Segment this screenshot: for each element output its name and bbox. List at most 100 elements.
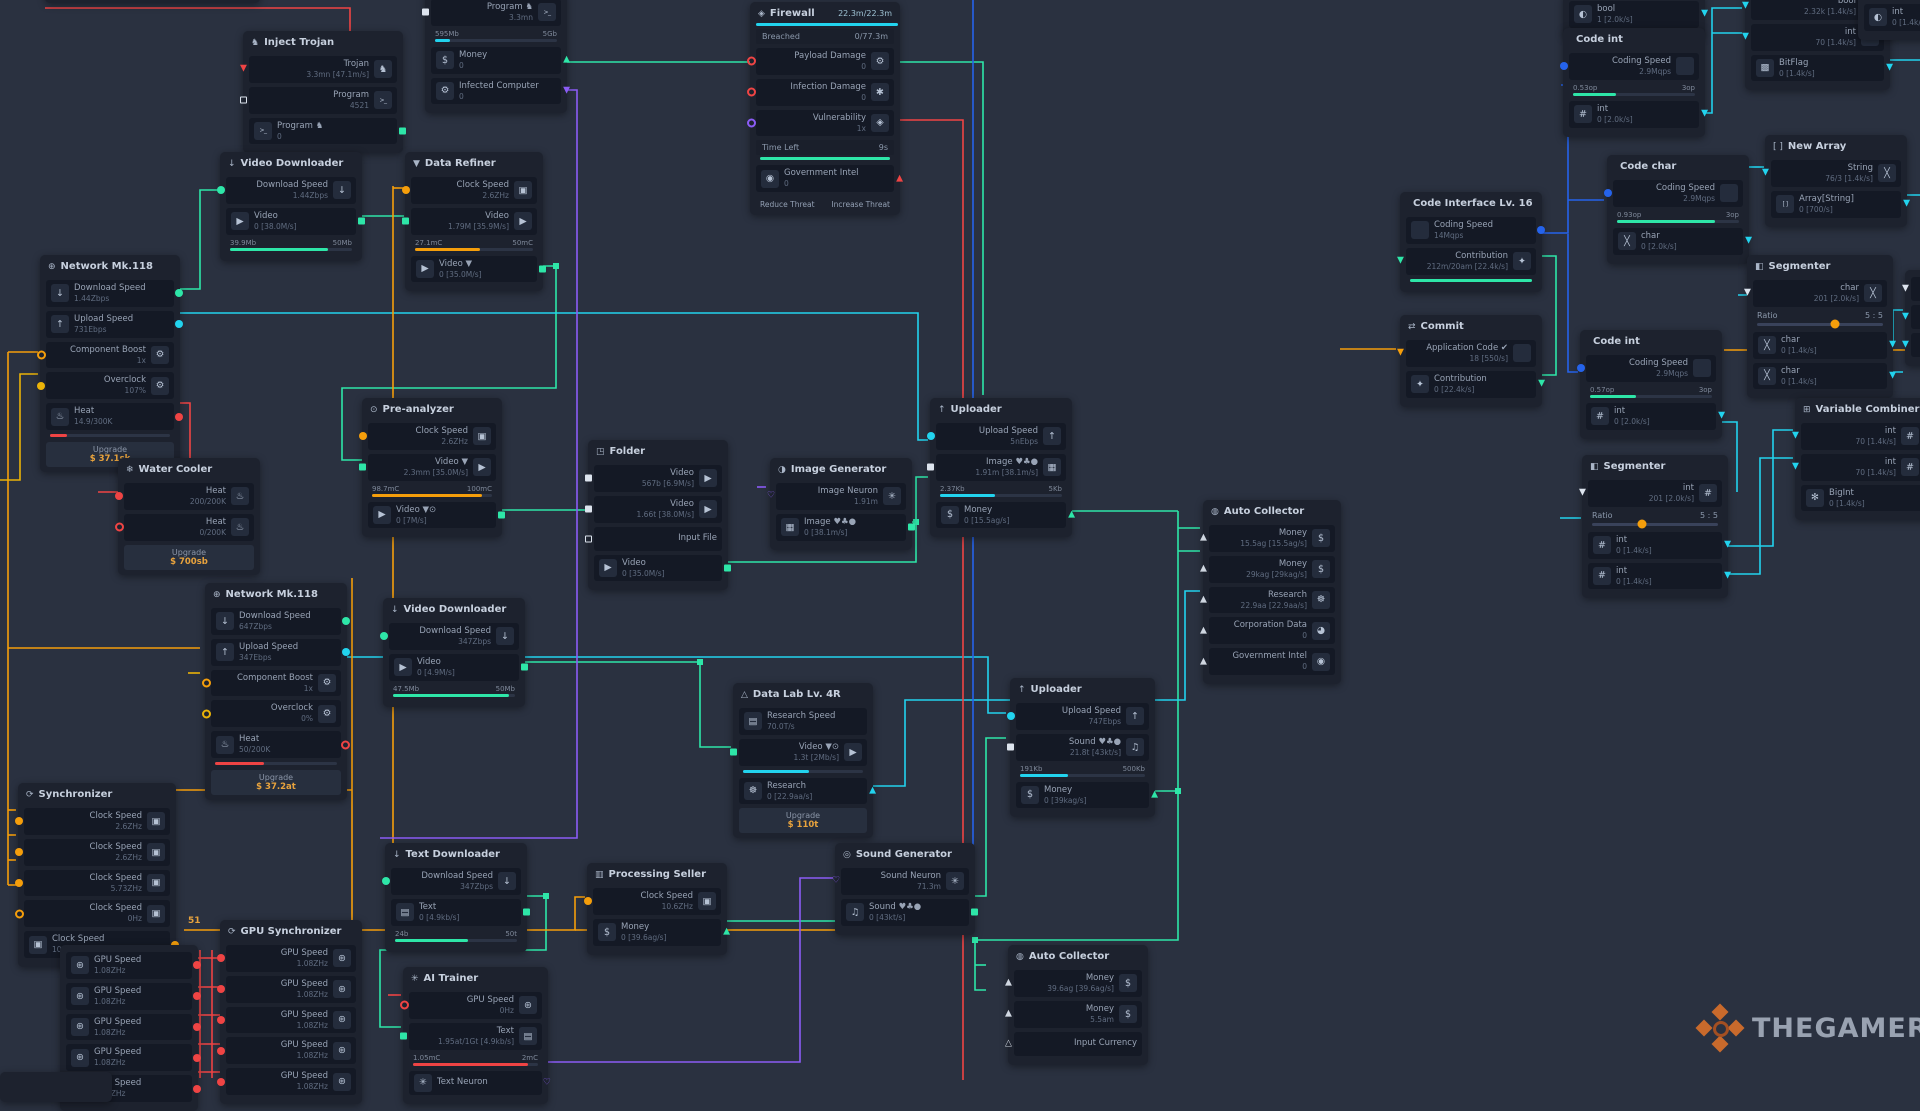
port-input[interactable]: ▲ — [1005, 977, 1012, 988]
port-output[interactable]: ♡ — [542, 1077, 551, 1088]
port-input[interactable]: ▼ — [1762, 167, 1769, 178]
node-header[interactable]: Code int — [1567, 31, 1701, 49]
port-output[interactable] — [193, 1022, 201, 1031]
port-input[interactable]: △ — [1005, 1038, 1012, 1049]
node-header[interactable]: Code int — [1584, 333, 1718, 351]
port-output[interactable] — [341, 740, 350, 750]
port-output[interactable] — [193, 961, 201, 970]
port-input[interactable] — [217, 985, 225, 994]
port-output[interactable] — [908, 523, 915, 531]
port-output[interactable]: ▼ — [1903, 198, 1910, 209]
port-input[interactable]: ▼ — [1902, 311, 1909, 322]
port-input[interactable] — [37, 381, 45, 390]
port-output[interactable] — [171, 940, 179, 949]
node-header[interactable]: ↓Video Downloader — [224, 155, 358, 173]
node-header[interactable]: ↑Uploader — [934, 401, 1068, 419]
port-output[interactable]: ▼ — [1701, 8, 1708, 19]
button-increase-threat[interactable]: Increase Threat — [831, 200, 890, 210]
port-input[interactable]: ▼ — [1742, 31, 1749, 42]
port-input[interactable] — [585, 505, 592, 513]
node-clipped-node-bottom-left[interactable] — [0, 1072, 112, 1102]
node-header[interactable]: ⊕Network Mk.118 — [209, 586, 343, 604]
port-input[interactable]: ▼ — [1902, 339, 1909, 350]
node-header[interactable]: ✳AI Trainer — [407, 970, 544, 988]
port-output[interactable]: ▼ — [1724, 539, 1731, 550]
port-input[interactable] — [37, 350, 46, 360]
slider-knob[interactable] — [1830, 319, 1840, 329]
node-header[interactable]: ❄Water Cooler — [122, 461, 256, 479]
port-input[interactable] — [359, 432, 367, 441]
port-input[interactable]: ▼ — [1792, 461, 1799, 472]
port-input[interactable] — [1007, 743, 1014, 751]
port-output[interactable] — [342, 648, 350, 657]
port-input[interactable] — [217, 186, 225, 195]
slider-knob[interactable] — [1637, 519, 1647, 529]
node-clipped-node-top-left[interactable] — [45, 0, 260, 3]
node-header[interactable]: ◧Segmenter — [1586, 458, 1724, 476]
port-input[interactable] — [1007, 712, 1015, 721]
port-output[interactable] — [193, 1084, 201, 1093]
port-input[interactable] — [115, 522, 124, 532]
port-input[interactable] — [15, 817, 23, 826]
port-output[interactable] — [724, 564, 731, 572]
node-header[interactable]: ↓Video Downloader — [387, 601, 521, 619]
port-input[interactable] — [15, 848, 23, 857]
port-input[interactable] — [382, 877, 390, 886]
port-output[interactable] — [521, 663, 528, 671]
port-input[interactable] — [584, 897, 592, 906]
port-input[interactable] — [1577, 364, 1585, 373]
node-header[interactable]: ◎Sound Generator — [839, 846, 971, 864]
port-output[interactable]: ▼ — [1889, 339, 1896, 350]
upgrade-button[interactable]: Upgrade$ 110t — [739, 808, 867, 834]
node-header[interactable]: ↑Uploader — [1014, 681, 1151, 699]
port-input[interactable]: ▲ — [1200, 625, 1207, 636]
port-input[interactable] — [217, 1015, 225, 1024]
port-output[interactable] — [539, 265, 546, 273]
node-header[interactable]: △Data Lab Lv. 4R — [737, 686, 869, 704]
port-input[interactable] — [202, 709, 211, 719]
port-output[interactable]: ▲ — [723, 926, 730, 937]
port-input[interactable]: ▼ — [1397, 255, 1404, 266]
port-input[interactable] — [585, 474, 592, 482]
port-input[interactable] — [115, 492, 123, 501]
port-output[interactable] — [342, 617, 350, 626]
node-header[interactable]: Code Interface Lv. 16 — [1404, 195, 1538, 213]
node-header[interactable]: ⟳Synchronizer — [22, 786, 172, 804]
node-header[interactable]: ◍Auto Collector — [1012, 948, 1144, 966]
port-output[interactable] — [175, 320, 183, 329]
upgrade-button[interactable]: Upgrade$ 37.2at — [211, 769, 341, 795]
port-input[interactable] — [202, 678, 211, 688]
node-header[interactable]: Code char — [1611, 158, 1745, 176]
port-output[interactable] — [399, 127, 406, 135]
node-header[interactable]: ◧Segmenter — [1751, 258, 1889, 276]
port-input[interactable]: ▼ — [1397, 347, 1404, 358]
port-input[interactable] — [747, 87, 756, 97]
port-input[interactable] — [927, 463, 934, 471]
port-output[interactable]: ▼ — [1718, 410, 1725, 421]
port-input[interactable] — [730, 748, 737, 756]
port-output[interactable] — [175, 289, 183, 298]
